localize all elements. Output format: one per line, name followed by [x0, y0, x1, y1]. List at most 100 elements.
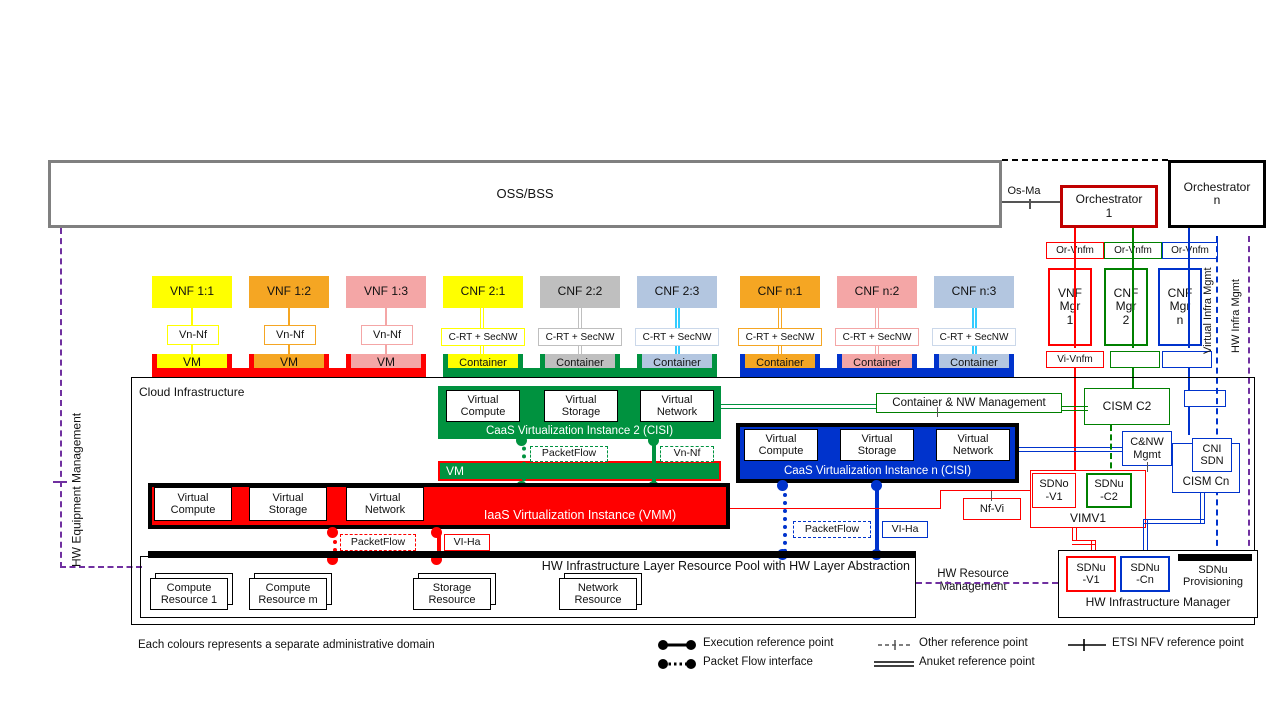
cisin-viha-line [875, 485, 879, 553]
cisi2-mgmt-line [721, 404, 879, 409]
runtime-vm-3[interactable]: VM [351, 354, 421, 372]
workload-cnf-n-2[interactable]: CNF n:2 [837, 276, 917, 308]
runtime-container-5[interactable]: Container [545, 354, 615, 372]
vmm-nfvi-line-up [940, 490, 941, 509]
hw-res-network[interactable]: Network Resource [559, 578, 637, 610]
runtime-container-9[interactable]: Container [939, 354, 1009, 372]
hw-pool-box [140, 556, 916, 618]
cisi2-virtual-network[interactable]: Virtual Network [640, 390, 714, 422]
sdnu-v1[interactable]: SDNu -V1 [1066, 556, 1116, 592]
cisi2-packetflow-label[interactable]: PacketFlow [530, 446, 608, 462]
workload-cnf-n-3[interactable]: CNF n:3 [934, 276, 1014, 308]
cisi2-virtual-storage[interactable]: Virtual Storage [544, 390, 618, 422]
cisi2-virtual-compute[interactable]: Virtual Compute [446, 390, 520, 422]
workload-cnf-2-3[interactable]: CNF 2:3 [637, 276, 717, 308]
vimv1-hwim-line-v [1072, 528, 1077, 541]
cisin-virtual-network[interactable]: Virtual Network [936, 429, 1010, 461]
ref-or-vnfm-n[interactable]: Or-Vnfm [1162, 242, 1218, 259]
oss-bss-box[interactable]: OSS/BSS [48, 160, 1002, 228]
conn-cnfmgr2-down [1132, 368, 1134, 390]
workload-cnf-2-2[interactable]: CNF 2:2 [540, 276, 620, 308]
runtime-vm-1[interactable]: VM [157, 354, 227, 372]
vmm-packetflow-label[interactable]: PacketFlow [340, 534, 416, 551]
cnf-mgr-2[interactable]: CNF Mgr 2 [1104, 268, 1148, 346]
hw-infra-mgmt-line [1248, 236, 1250, 556]
vmm-virtual-network[interactable]: Virtual Network [346, 487, 424, 521]
hw-res-compute-m[interactable]: Compute Resource m [249, 578, 327, 610]
workload-cnf-2-1[interactable]: CNF 2:1 [443, 276, 523, 308]
oss-orchn-dashed [1002, 159, 1168, 161]
legend-footnote: Each colours represents a separate admin… [138, 639, 435, 651]
cnw-mgmt[interactable]: C&NW Mgmt [1122, 431, 1172, 466]
cnw-mgmt-tick [1147, 462, 1148, 472]
runtime-container-7[interactable]: Container [745, 354, 815, 372]
ref-nf-vi[interactable]: Nf-Vi [963, 498, 1021, 520]
cisin-packetflow-label[interactable]: PacketFlow [793, 521, 871, 538]
cismcn-hwim-line-h [1143, 519, 1205, 524]
vnf-mgr-1[interactable]: VNF Mgr 1 [1048, 268, 1092, 346]
cism-c2-to-mgmt [1062, 406, 1088, 411]
runtime-container-8[interactable]: Container [842, 354, 912, 372]
cisi2-title: CaaS Virtualization Instance 2 (CISI) [485, 424, 674, 437]
vimv1-hwim-line-h [1072, 540, 1096, 545]
hw-infra-mgmt-label: HW Infra Mgmt [1229, 279, 1242, 353]
runtime-container-4[interactable]: Container [448, 354, 518, 372]
cisi2-vm-bar[interactable] [438, 461, 721, 481]
ref-vi-vnfm-1[interactable]: Vi-Vnfm [1046, 351, 1104, 368]
cisin-virtual-storage[interactable]: Virtual Storage [840, 429, 914, 461]
vmm-virtual-storage[interactable]: Virtual Storage [249, 487, 327, 521]
vmm-virtual-compute[interactable]: Virtual Compute [154, 487, 232, 521]
sdnu-cn[interactable]: SDNu -Cn [1120, 556, 1170, 592]
legend-packetflow-label: Packet Flow interface [703, 656, 813, 668]
container-group2-bar [443, 368, 717, 377]
vmm-packetflow-dot-top [327, 527, 338, 538]
hw-res-compute-1[interactable]: Compute Resource 1 [150, 578, 228, 610]
conn-vnfmgr-down [1074, 368, 1076, 488]
cisin-packetflow-line [783, 485, 787, 553]
hw-equipment-mgmt-label: HW Equipment Management [69, 412, 84, 568]
runtime-vm-2[interactable]: VM [254, 354, 324, 372]
sdnu-provisioning[interactable]: SDNu Provisioning [1183, 563, 1243, 588]
ref-vn-nf-3[interactable]: Vn-Nf [361, 325, 413, 345]
ref-crt-secnw-4[interactable]: C-RT + SecNW [441, 328, 525, 346]
ref-crt-secnw-8[interactable]: C-RT + SecNW [835, 328, 919, 346]
ref-vi-vnfm-n[interactable] [1162, 351, 1212, 368]
orchestrator-n[interactable]: Orchestrator n [1168, 160, 1266, 228]
os-ma-line [1002, 201, 1070, 203]
legend-exec-label: Execution reference point [703, 637, 834, 649]
cism-c2[interactable]: CISM C2 [1084, 388, 1170, 425]
hw-equipment-mgmt-tick [53, 481, 67, 483]
container-nw-management[interactable]: Container & NW Management [876, 393, 1062, 413]
ref-vn-nf-2[interactable]: Vn-Nf [264, 325, 316, 345]
orchestrator-1[interactable]: Orchestrator 1 [1060, 185, 1158, 228]
vmm-title: IaaS Virtualization Instance (VMM) [483, 508, 677, 523]
container-groupn-bar [740, 368, 1014, 377]
conn-or-vnfm-n [1188, 228, 1190, 348]
conn-cnfmgrn-down [1188, 368, 1190, 390]
ref-crt-secnw-7[interactable]: C-RT + SecNW [738, 328, 822, 346]
cisin-virtual-compute[interactable]: Virtual Compute [744, 429, 818, 461]
conn-cnfmgrn-down2 [1188, 407, 1190, 435]
cnf-mgr-n[interactable]: CNF Mgr n [1158, 268, 1202, 346]
ref-crt-secnw-9[interactable]: C-RT + SecNW [932, 328, 1016, 346]
ref-crt-secnw-6[interactable]: C-RT + SecNW [635, 328, 719, 346]
legend-packetflow-symbol [657, 657, 697, 669]
vmm-viha-label[interactable]: VI-Ha [444, 534, 490, 551]
workload-vnf-1-2[interactable]: VNF 1:2 [249, 276, 329, 308]
hw-res-storage[interactable]: Storage Resource [413, 578, 491, 610]
cisi2-packetflow-dot-top [516, 435, 527, 446]
runtime-container-6[interactable]: Container [642, 354, 712, 372]
cisi2-vnnf-label[interactable]: Vn-Nf [660, 446, 714, 462]
sdno-v1[interactable]: SDNo -V1 [1032, 473, 1076, 508]
workload-cnf-n-1[interactable]: CNF n:1 [740, 276, 820, 308]
ref-vi-vnfm-2[interactable] [1110, 351, 1160, 368]
ref-vn-nf-1[interactable]: Vn-Nf [167, 325, 219, 345]
cisin-viha-label[interactable]: VI-Ha [882, 521, 928, 538]
ref-hw-infra-stub[interactable] [1184, 390, 1226, 407]
ref-crt-secnw-5[interactable]: C-RT + SecNW [538, 328, 622, 346]
workload-vnf-1-1[interactable]: VNF 1:1 [152, 276, 232, 308]
workload-vnf-1-3[interactable]: VNF 1:3 [346, 276, 426, 308]
os-ma-tick [1029, 195, 1031, 209]
cni-sdn[interactable]: CNI SDN [1192, 438, 1232, 472]
sdnu-c2[interactable]: SDNu -C2 [1086, 473, 1132, 508]
